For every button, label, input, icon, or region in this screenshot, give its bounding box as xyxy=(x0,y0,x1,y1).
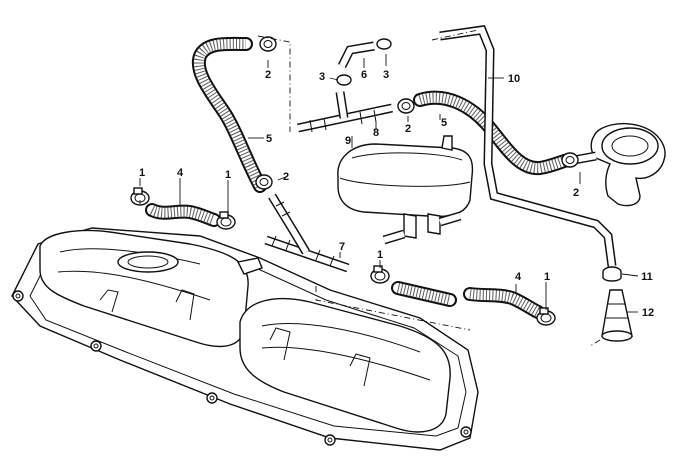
callout-5a: 5 xyxy=(266,133,272,145)
clamp-1-d xyxy=(536,307,556,326)
callout-3a: 3 xyxy=(319,71,325,83)
hose-5-right xyxy=(413,90,575,176)
leader-lines xyxy=(139,29,639,347)
callout-6: 6 xyxy=(361,69,367,81)
callout-9: 9 xyxy=(345,135,351,147)
callout-4a: 4 xyxy=(177,167,184,179)
callout-2d: 2 xyxy=(573,187,579,199)
callout-2c: 2 xyxy=(405,123,411,135)
air-intake-elbow xyxy=(573,122,666,207)
hose-4-left xyxy=(145,203,221,227)
clamp-1-a xyxy=(130,187,150,206)
callout-1d: 1 xyxy=(544,271,550,283)
callout-10: 10 xyxy=(508,73,520,85)
y-connector xyxy=(264,193,350,273)
clamp-2-a xyxy=(259,36,277,52)
hose-short-mid xyxy=(391,281,457,307)
metal-line-10 xyxy=(439,25,617,267)
elbow-pipe xyxy=(337,41,375,69)
canister-body xyxy=(337,135,474,245)
valve-cover xyxy=(11,227,479,451)
callout-12: 12 xyxy=(642,307,654,319)
callout-8: 8 xyxy=(373,127,379,139)
clamp-2-b xyxy=(255,174,273,190)
clamp-3-a xyxy=(336,74,352,86)
hose-4-right xyxy=(463,287,545,319)
callout-2b: 2 xyxy=(283,171,289,183)
clamp-3-b xyxy=(376,38,392,50)
callout-7: 7 xyxy=(339,241,345,253)
clamp-1-c xyxy=(370,265,390,284)
callout-1a: 1 xyxy=(139,167,145,179)
callout-4b: 4 xyxy=(515,271,522,283)
clamp-2-d xyxy=(561,152,579,168)
callout-11: 11 xyxy=(641,271,653,283)
clamp-2-c xyxy=(397,98,415,114)
callout-2a: 2 xyxy=(265,69,271,81)
callout-1b: 1 xyxy=(225,169,231,181)
grommet-11 xyxy=(602,266,622,282)
callout-3b: 3 xyxy=(383,69,389,81)
callout-5b: 5 xyxy=(441,117,447,129)
callout-1c: 1 xyxy=(377,249,383,261)
rubber-boot-12 xyxy=(601,289,633,342)
hose-5-left xyxy=(191,36,267,193)
clamp-1-b xyxy=(216,211,236,230)
tee-connector-top xyxy=(297,91,393,133)
